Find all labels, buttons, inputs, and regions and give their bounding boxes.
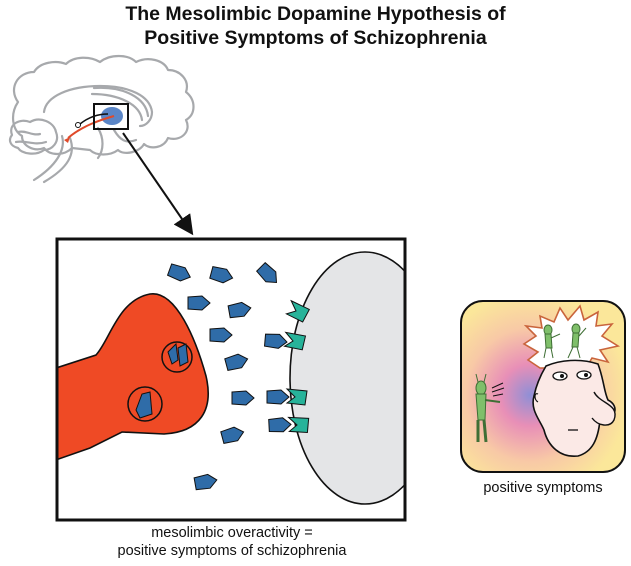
synapse-caption: mesolimbic overactivity = positive sympt…: [56, 524, 408, 560]
dopamine-molecule: [193, 473, 218, 491]
zoom-arrow: [122, 132, 194, 236]
synapse-caption-line-1: mesolimbic overactivity =: [151, 525, 313, 541]
dopamine-molecule: [220, 426, 245, 444]
unbound-receptor: [285, 299, 311, 323]
title-line-1: The Mesolimbic Dopamine Hypothesis of: [125, 3, 506, 25]
alien-speaking: [475, 373, 501, 443]
bound-dopamine-molecule: [263, 333, 288, 349]
symptoms-caption: positive symptoms: [483, 480, 603, 496]
mesolimbic-pathway: [64, 103, 129, 143]
speech-lines: [491, 382, 505, 397]
dopamine-molecule: [187, 295, 211, 311]
figure-title: The Mesolimbic Dopamine Hypothesis of Po…: [0, 2, 631, 50]
brain-cortex-outline: [12, 54, 195, 156]
synapse-caption-line-2: positive symptoms of schizophrenia: [117, 543, 347, 559]
synapse-panel: [55, 237, 407, 522]
alien-on-head-right: [567, 323, 587, 359]
brainstem: [32, 134, 73, 184]
dopamine-molecule: [209, 327, 233, 343]
dopamine-molecule: [224, 353, 249, 371]
bound-receptor: [285, 388, 308, 406]
bound-receptor: [283, 331, 307, 351]
bound-dopamine-molecule: [268, 417, 292, 433]
dopamine-molecules: [166, 262, 278, 491]
vesicle: [161, 341, 193, 373]
dopamine-molecule: [231, 390, 255, 406]
brain-illustration: [8, 54, 195, 184]
bound-receptor: [287, 416, 310, 433]
dopamine-pathway-red: [67, 115, 115, 139]
title-line-2: Positive Symptoms of Schizophrenia: [144, 27, 487, 49]
inset-zoom-box: [93, 103, 129, 130]
nose: [591, 391, 616, 426]
postsynaptic-neuron: [289, 251, 404, 505]
vesicle: [127, 386, 163, 422]
dopamine-molecule: [166, 263, 191, 282]
cerebellum: [8, 118, 59, 155]
receptors: [263, 299, 311, 433]
bound-dopamine-molecule: [266, 389, 290, 405]
hair: [522, 304, 621, 369]
face: [532, 359, 616, 457]
dopamine-molecule: [227, 301, 252, 319]
presynaptic-neuron: [58, 293, 209, 461]
alien-on-head-left: [543, 324, 561, 359]
ear: [534, 393, 539, 403]
synapse-frame: [55, 237, 407, 522]
positive-symptoms-panel: [460, 300, 626, 473]
dopamine-molecule: [256, 262, 278, 284]
corpus-callosum: [42, 84, 154, 128]
dopamine-molecule: [209, 266, 234, 284]
